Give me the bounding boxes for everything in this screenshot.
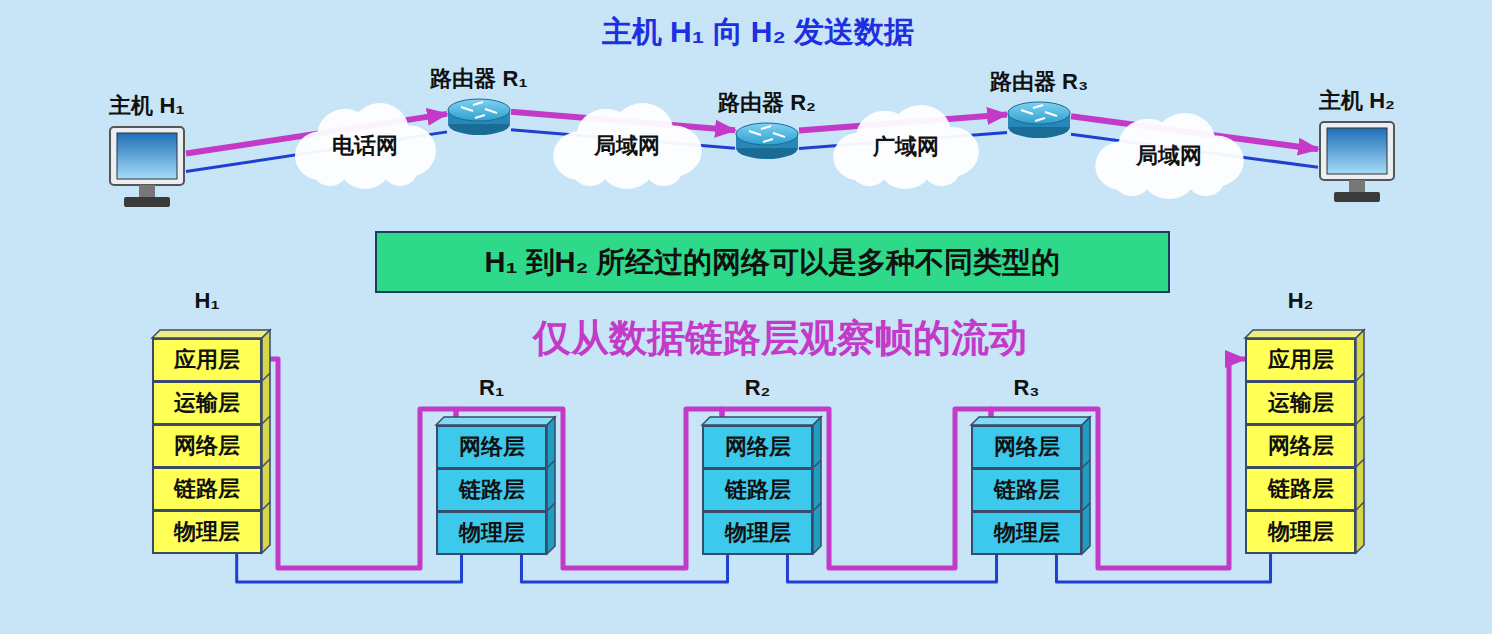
protocol-layer: 链路层 <box>702 468 813 512</box>
network-cloud: 广域网 <box>828 104 983 190</box>
network-name: 电话网 <box>332 133 398 159</box>
stack-heading: R₂ <box>745 375 771 401</box>
protocol-layer: 网络层 <box>152 424 262 468</box>
protocol-stack: R₃网络层链路层物理层 <box>971 425 1082 554</box>
router: 路由器 R₂ <box>735 122 799 160</box>
host-label: 主机 H₁ <box>109 93 184 119</box>
protocol-layer: 链路层 <box>1245 467 1356 511</box>
host-computer: 主机 H₁ <box>108 125 186 210</box>
host-label: 主机 H₂ <box>1319 88 1395 114</box>
network-cloud: 电话网 <box>290 102 440 190</box>
router: 路由器 R₃ <box>1007 101 1071 139</box>
note-box: H₁ 到H₂ 所经过的网络可以是多种不同类型的 <box>375 231 1170 293</box>
layer-name: 链路层 <box>994 477 1060 503</box>
layer-name: 链路层 <box>459 477 525 503</box>
protocol-layer: 网络层 <box>971 425 1082 469</box>
protocol-layer: 运输层 <box>152 381 262 425</box>
protocol-layer: 链路层 <box>436 468 547 512</box>
protocol-layer: 运输层 <box>1245 381 1356 425</box>
layer-name: 物理层 <box>459 520 525 546</box>
layer-name: 网络层 <box>174 433 240 459</box>
protocol-layer: 物理层 <box>152 510 262 554</box>
layer-name: 运输层 <box>1268 390 1334 416</box>
host-computer: 主机 H₂ <box>1318 120 1396 205</box>
protocol-layer: 物理层 <box>1245 510 1356 554</box>
protocol-layer: 链路层 <box>152 467 262 511</box>
layer-name: 物理层 <box>994 520 1060 546</box>
layer-name: 应用层 <box>1268 347 1334 373</box>
layer-name: 网络层 <box>1268 433 1334 459</box>
protocol-layer: 物理层 <box>971 511 1082 555</box>
router: 路由器 R₁ <box>447 98 511 136</box>
monitor-icon <box>1318 120 1396 205</box>
diagram-title: 主机 H₁ 向 H₂ 发送数据 <box>602 14 914 50</box>
layer-name: 应用层 <box>174 347 240 373</box>
protocol-stack: H₂应用层运输层网络层链路层物理层 <box>1245 338 1356 553</box>
protocol-layer: 物理层 <box>702 511 813 555</box>
stack-heading: R₃ <box>1013 375 1039 401</box>
stack-heading: H₂ <box>1288 288 1314 314</box>
layer-name: 网络层 <box>725 434 791 460</box>
layer-name: 物理层 <box>174 519 240 545</box>
router-icon <box>447 98 511 136</box>
stack-heading: R₁ <box>479 375 504 401</box>
layer-name: 链路层 <box>1268 476 1334 502</box>
note-text: H₁ 到H₂ 所经过的网络可以是多种不同类型的 <box>485 245 1061 280</box>
router-icon <box>1007 101 1071 139</box>
network-name: 广域网 <box>873 134 939 160</box>
layer-name: 链路层 <box>174 476 240 502</box>
network-cloud: 局域网 <box>1090 112 1248 200</box>
protocol-layer: 网络层 <box>702 425 813 469</box>
router-label: 路由器 R₃ <box>990 69 1088 95</box>
protocol-stack: H₁应用层运输层网络层链路层物理层 <box>152 338 262 553</box>
layer-name: 物理层 <box>725 520 791 546</box>
layer-name: 网络层 <box>994 434 1060 460</box>
layer-name: 物理层 <box>1268 519 1334 545</box>
network-name: 局域网 <box>1136 143 1202 169</box>
protocol-layer: 应用层 <box>152 338 262 382</box>
protocol-stack: R₂网络层链路层物理层 <box>702 425 813 554</box>
stack-heading: H₁ <box>195 288 220 314</box>
protocol-layer: 网络层 <box>436 425 547 469</box>
monitor-icon <box>108 125 186 210</box>
layer-name: 运输层 <box>174 390 240 416</box>
layer-name: 链路层 <box>725 477 791 503</box>
router-label: 路由器 R₁ <box>430 66 527 92</box>
protocol-layer: 链路层 <box>971 468 1082 512</box>
router-icon <box>735 122 799 160</box>
network-name: 局域网 <box>594 133 660 159</box>
layer-name: 网络层 <box>459 434 525 460</box>
protocol-layer: 网络层 <box>1245 424 1356 468</box>
network-cloud: 局域网 <box>548 102 706 190</box>
protocol-stack: R₁网络层链路层物理层 <box>436 425 547 554</box>
protocol-layer: 应用层 <box>1245 338 1356 382</box>
router-label: 路由器 R₂ <box>718 90 816 116</box>
caption-label: 仅从数据链路层观察帧的流动 <box>533 316 1027 362</box>
protocol-layer: 物理层 <box>436 511 547 555</box>
data-flow-arrow <box>262 359 456 568</box>
